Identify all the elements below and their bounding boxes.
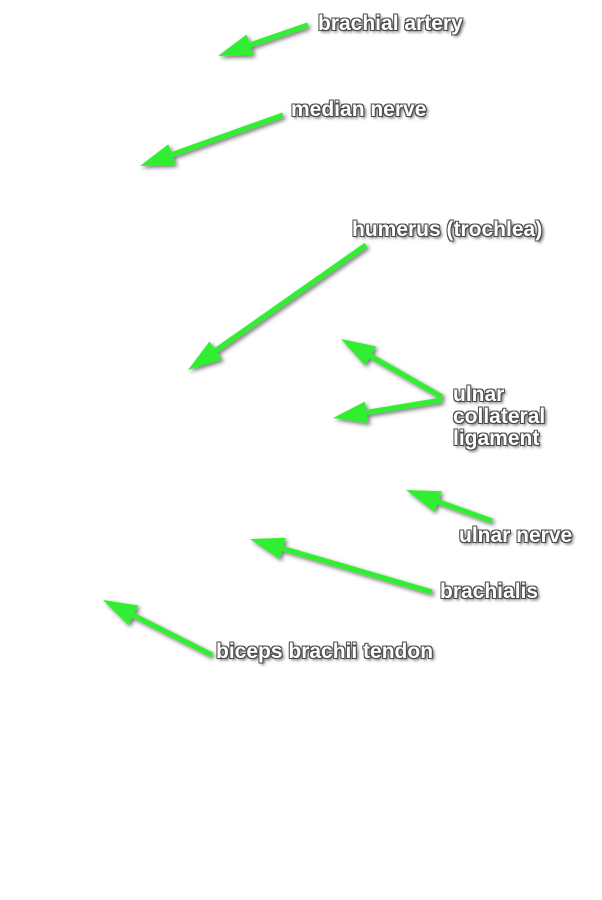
arrow-biceps-tendon xyxy=(103,600,214,658)
label-biceps-brachii-tendon: biceps brachii tendon xyxy=(216,640,434,663)
arrow-humerus-trochlea xyxy=(188,242,368,370)
arrow-brachial-artery xyxy=(218,22,309,56)
label-ucl-line-3: ligament xyxy=(453,427,540,450)
label-humerus-trochlea: humerus (trochlea) xyxy=(352,218,543,241)
arrow-ucl-upper xyxy=(341,339,444,400)
arrow-ulnar-nerve xyxy=(406,490,493,524)
label-median-nerve: median nerve xyxy=(291,98,427,121)
label-ucl-line-1: ulnar xyxy=(453,383,505,406)
label-ucl-line-2: collateral xyxy=(453,405,546,428)
label-ulnar-collateral-ligament: ulnar collateral ligament xyxy=(453,384,545,450)
label-ulnar-nerve: ulnar nerve xyxy=(459,524,573,547)
arrow-median-nerve xyxy=(140,112,284,166)
label-brachial-artery: brachial artery xyxy=(318,12,463,35)
arrow-brachialis xyxy=(250,537,433,595)
arrow-ucl-lower xyxy=(333,397,443,424)
label-brachialis: brachialis xyxy=(440,580,539,603)
